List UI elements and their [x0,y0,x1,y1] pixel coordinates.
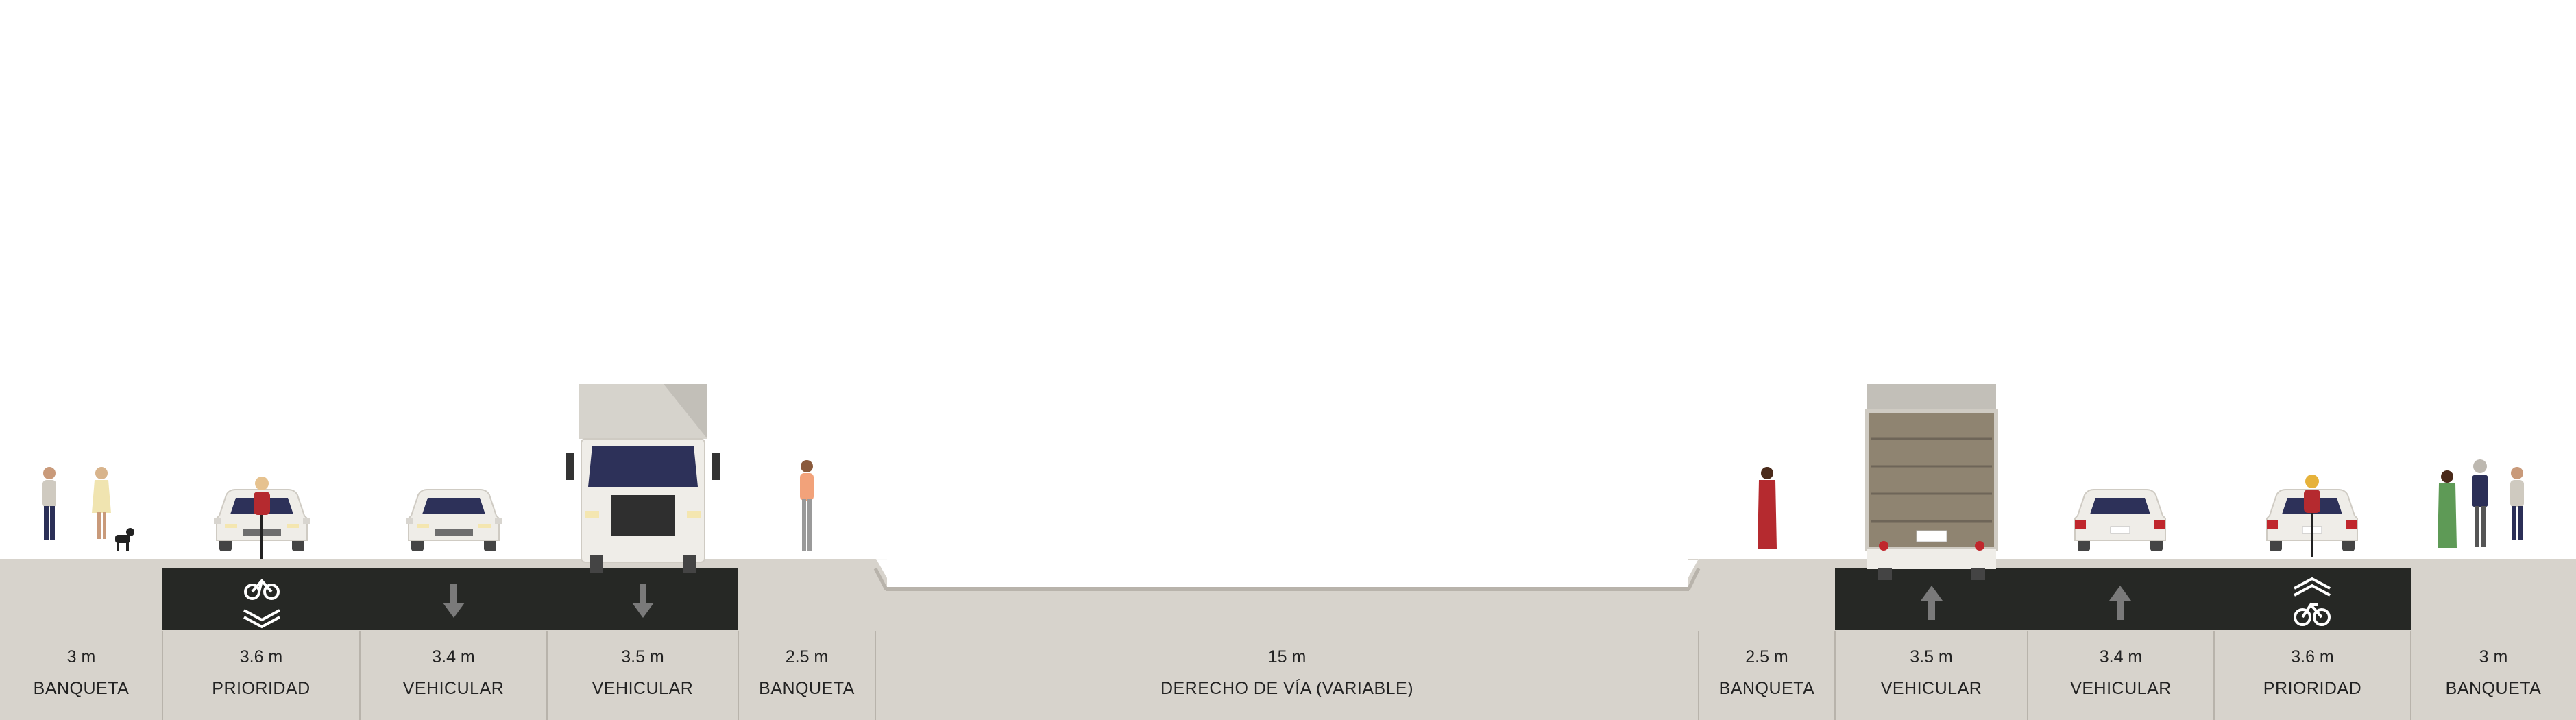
segment-name-label: BANQUETA [1718,679,1815,698]
segment-width-label: 3.4 m [432,647,475,667]
dog-figure [115,528,134,551]
pedestrian-figure [92,467,111,539]
segment-name-label: PRIORIDAD [2263,679,2362,698]
segment-width-label: 3.5 m [1910,647,1953,667]
segment-width-label: 15 m [1267,647,1307,667]
segment-name-label: VEHICULAR [402,679,505,698]
cyclist-figure [2304,475,2320,557]
pedestrian-figure [42,467,56,540]
right-of-way-floor-line [886,587,1689,591]
pedestrian-figure [800,460,814,551]
segment-name-label: PRIORIDAD [212,679,311,698]
segment-width-label: 3.4 m [2099,647,2143,667]
car-rear-figure [2074,489,2166,552]
chevron-down-icon [243,609,280,629]
segment-name-label: VEHICULAR [1880,679,1982,698]
car-front-figure [405,489,502,552]
segment-name-label: VEHICULAR [2070,679,2172,698]
segment-name-label: BANQUETA [759,679,855,698]
arrow-down-icon [632,584,654,618]
segment-name-label: VEHICULAR [592,679,694,698]
segment-width-label: 3.5 m [621,647,664,667]
segment-name-label: BANQUETA [33,679,130,698]
bicycle-icon [244,578,280,600]
segment-width-label: 3 m [66,647,96,667]
pedestrian-figure [1758,467,1777,549]
pedestrian-figure [2510,467,2524,540]
segment-name-label: BANQUETA [2445,679,2542,698]
arrow-down-icon [443,584,465,618]
pedestrian-figure [2472,459,2488,547]
cyclist-figure [254,477,270,559]
segment-width-label: 3.6 m [2291,647,2334,667]
segment-width-label: 2.5 m [1745,647,1788,667]
truck-rear-figure [1865,384,1998,580]
segment-width-label: 3 m [2479,647,2508,667]
segment-width-label: 3.6 m [239,647,283,667]
bicycle-icon [2294,602,2331,626]
chevron-up-icon [2294,577,2331,597]
arrow-up-icon [2109,586,2131,620]
segment-width-label: 2.5 m [785,647,829,667]
truck-front-figure [566,384,720,573]
right-of-way-gap [887,559,1688,588]
segment-name-label: DERECHO DE VÍA (VARIABLE) [1160,679,1414,698]
pedestrian-figure [2438,470,2457,548]
segment-dividers [162,631,2411,720]
arrow-up-icon [1921,586,1943,620]
